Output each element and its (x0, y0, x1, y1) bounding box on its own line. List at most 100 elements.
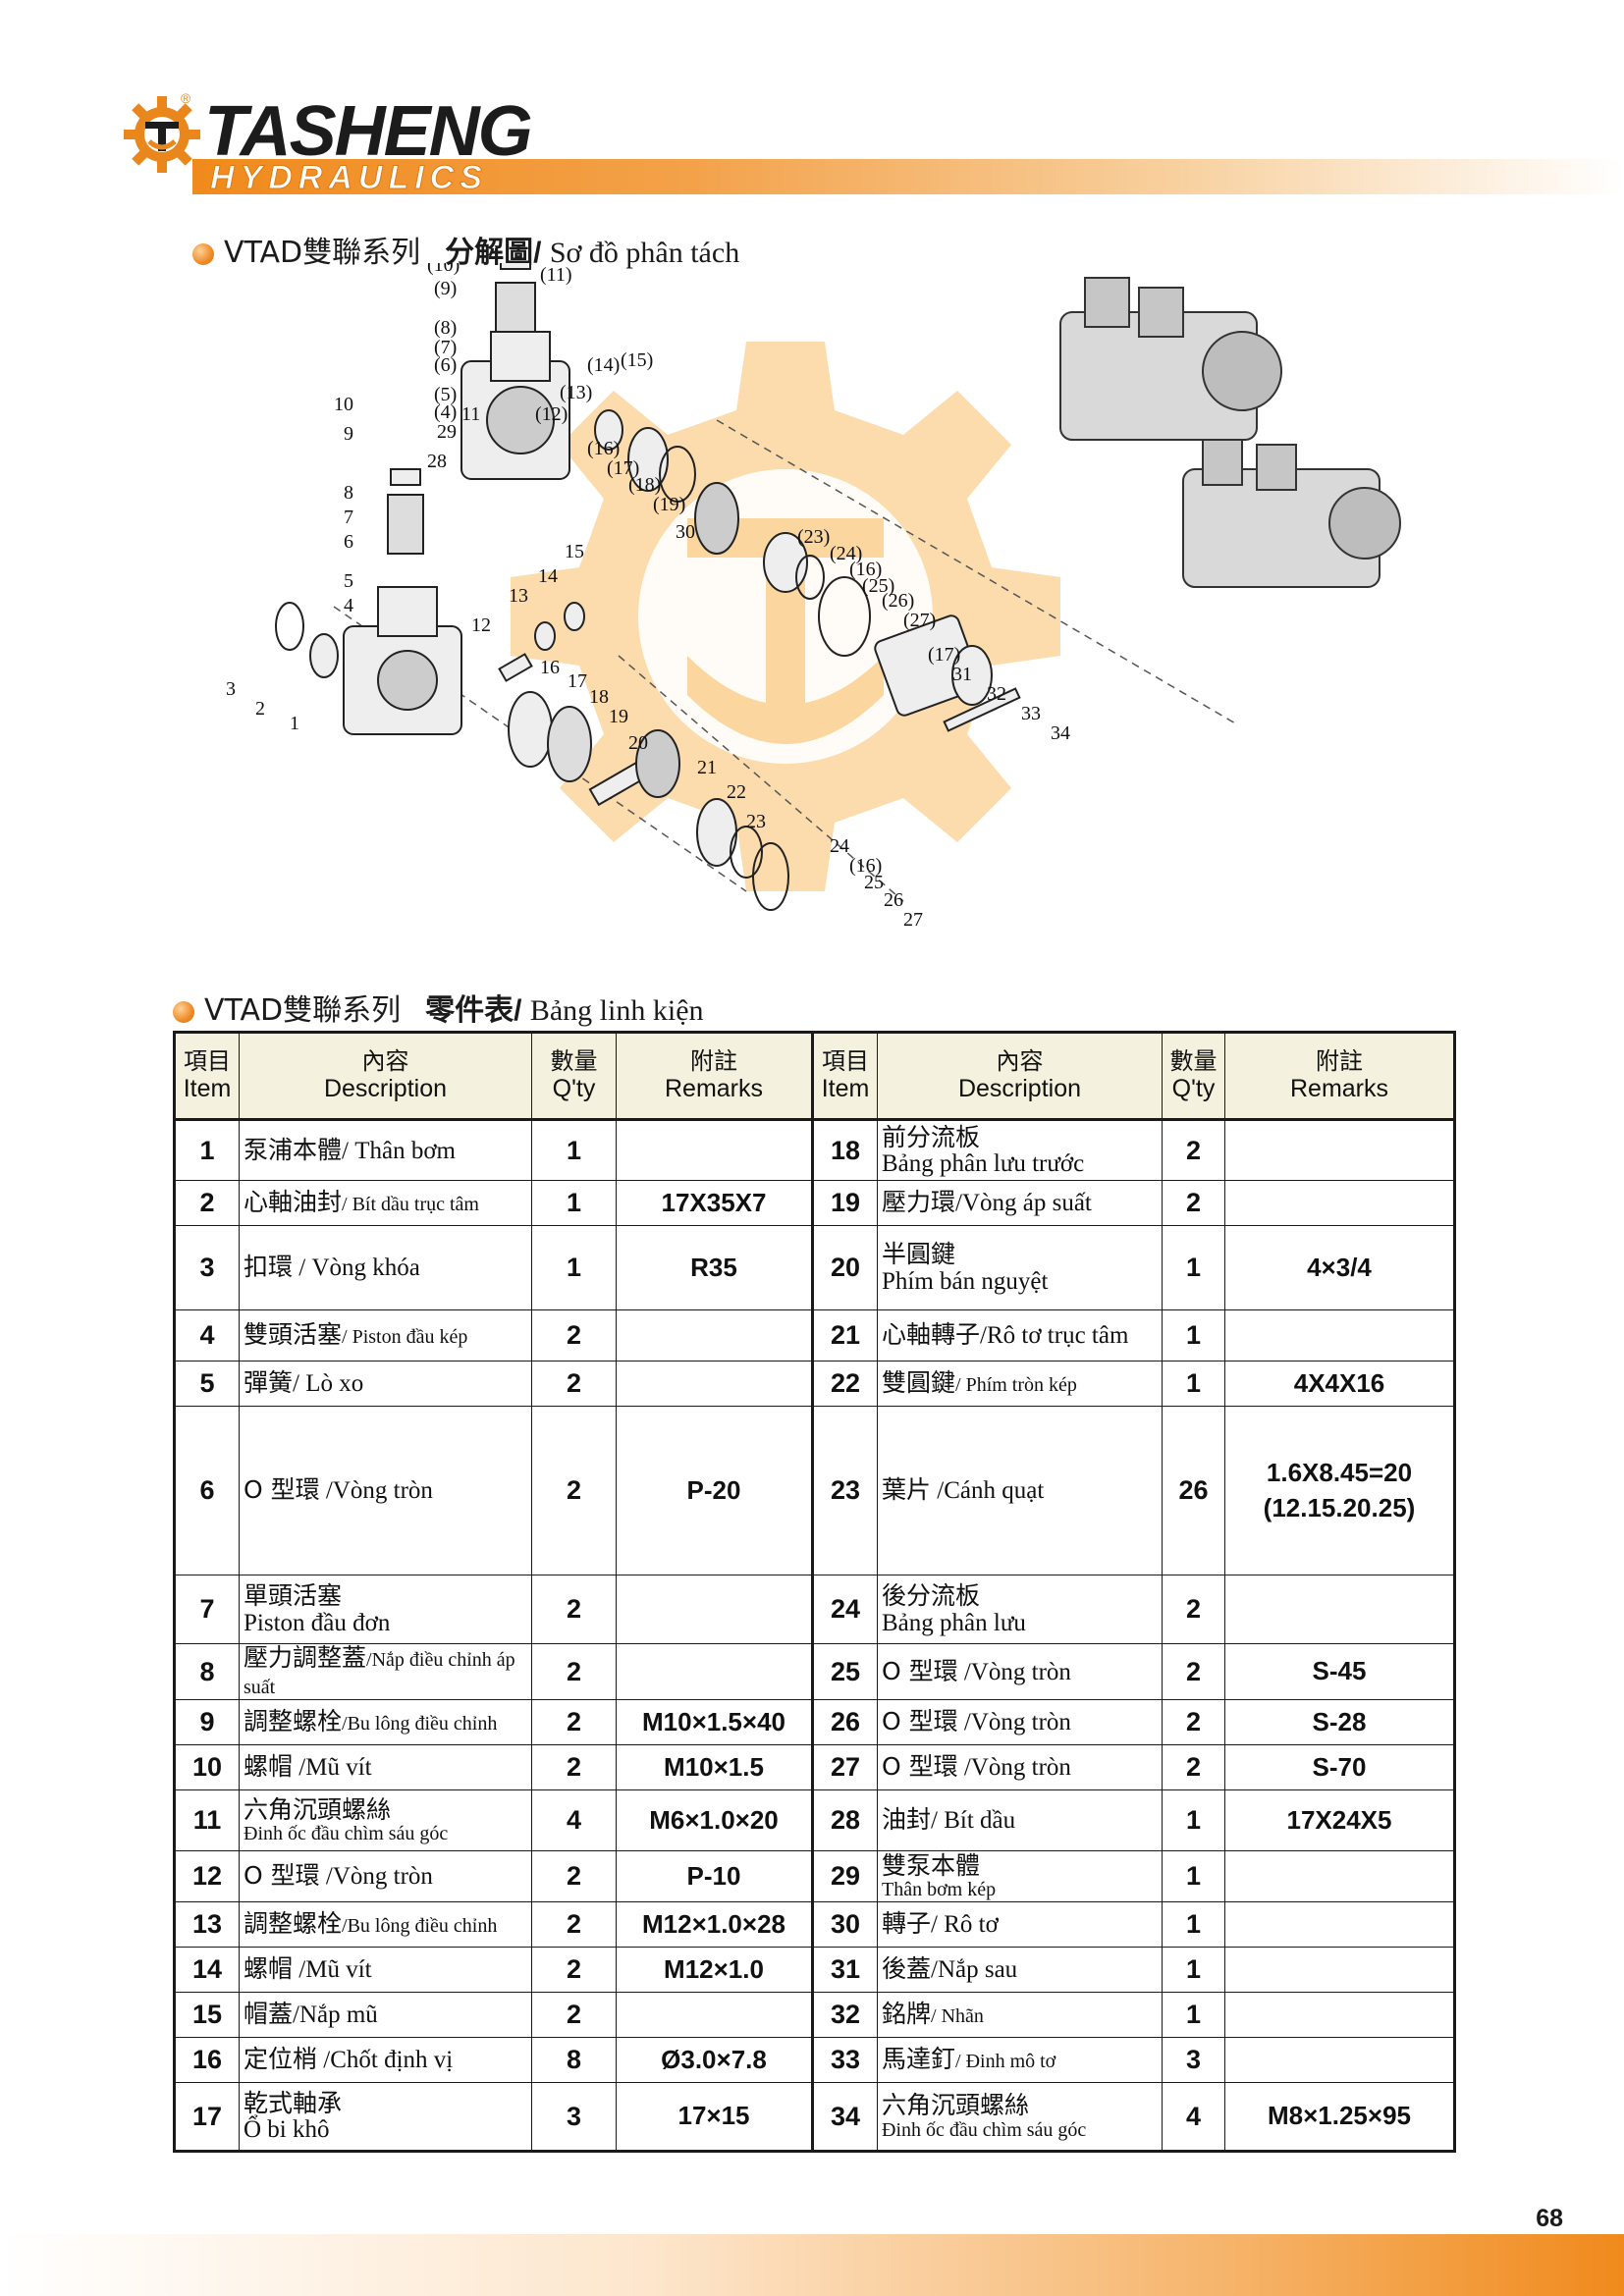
quantity: 1 (1162, 1901, 1225, 1948)
label-6: 6 (344, 531, 353, 553)
orange-bullet-icon (192, 243, 214, 266)
description-zh: 心軸轉子 (882, 1320, 981, 1350)
remarks-text: S-45 (1312, 1656, 1367, 1686)
item-number: 22 (812, 1361, 878, 1407)
item-number: 33 (812, 2037, 878, 2083)
remarks-cell (1224, 1180, 1455, 1226)
remarks-text: 4X4X16 (1293, 1367, 1385, 1398)
item-number: 9 (174, 1699, 240, 1745)
description-zh: 後分流板 (882, 1581, 981, 1610)
description-cell: O 型環 /Vòng tròn (239, 1406, 532, 1575)
quantity: 2 (531, 1309, 617, 1362)
label-12: 12 (471, 614, 491, 636)
item-number: 32 (812, 1992, 878, 2038)
remarks-text: M12×1.0×28 (641, 1908, 785, 1939)
remarks-cell: M10×1.5×40 (616, 1699, 814, 1745)
item-number: 30 (812, 1901, 878, 1948)
remarks-cell: 4×3/4 (1224, 1225, 1455, 1310)
label-4: 4 (344, 595, 353, 616)
label-r15: (15) (621, 349, 653, 371)
description-vi: / Nhãn (931, 2005, 984, 2028)
quantity: 1 (1162, 1361, 1225, 1407)
item-number: 13 (174, 1901, 240, 1948)
label-r5: (5) (434, 384, 457, 405)
label-r7: (7) (434, 337, 457, 358)
description-vi: Phím bán nguyệt (882, 1267, 1049, 1295)
remarks-cell (616, 1309, 814, 1362)
description-vi: Đinh ốc đầu chìm sáu góc (882, 2118, 1087, 2141)
description-cell: 油封/ Bít dầu (877, 1789, 1163, 1851)
description-vi: /Chốt định vị (317, 2047, 454, 2074)
item-number: 25 (812, 1643, 878, 1700)
description-zh: 雙頭活塞 (244, 1320, 343, 1350)
label-16: 16 (540, 657, 560, 678)
quantity: 2 (531, 1744, 617, 1790)
label-r27: (27) (903, 610, 936, 631)
item-number: 21 (812, 1309, 878, 1362)
label-3: 3 (226, 678, 236, 700)
description-vi: /Vòng tròn (319, 1863, 433, 1891)
description-cell: 螺帽 /Mũ vít (239, 1744, 532, 1790)
label-16b: (16) (849, 855, 882, 877)
remarks-cell: P-10 (616, 1850, 814, 1902)
description-vi: /Mũ vít (293, 1754, 372, 1782)
description-zh: 前分流板 (882, 1122, 981, 1151)
title-vi: Bảng linh kiện (529, 994, 704, 1027)
remarks-text: 1.6X8.45=20 (1266, 1458, 1413, 1488)
description-cell: 調整螺栓/Bu lông điều chỉnh (239, 1901, 532, 1948)
item-number: 16 (174, 2037, 240, 2083)
quantity: 2 (531, 1699, 617, 1745)
remarks-cell (616, 1119, 814, 1181)
quantity: 2 (531, 1643, 617, 1700)
remarks-cell: P-20 (616, 1406, 814, 1575)
remarks-cell (1224, 1309, 1455, 1362)
description-zh: 半圓鍵 (882, 1240, 956, 1268)
description-zh: 銘牌 (882, 2000, 932, 2029)
description-vi: /Nắp điều chỉnh áp suất (244, 1649, 515, 1698)
description-vi: /Vòng tròn (957, 1709, 1071, 1736)
remarks-cell: 4X4X16 (1224, 1361, 1455, 1407)
description-zh: 調整螺栓 (244, 1909, 343, 1939)
quantity: 2 (1162, 1643, 1225, 1700)
label-r16: (16) (587, 438, 620, 459)
description-vi: /Cánh quạt (931, 1477, 1045, 1505)
quantity: 2 (1162, 1575, 1225, 1644)
item-number: 28 (812, 1789, 878, 1851)
description-zh: 六角沉頭螺絲 (882, 2091, 1030, 2120)
item-number: 12 (174, 1850, 240, 1902)
quantity: 2 (1162, 1744, 1225, 1790)
description-zh: 馬達釘 (882, 2045, 956, 2074)
description-cell: 帽蓋/Nắp mũ (239, 1992, 532, 2038)
title-zh: 零件表 (425, 993, 514, 1028)
remarks-cell: R35 (616, 1225, 814, 1310)
label-r14: (14) (587, 354, 620, 376)
quantity: 2 (1162, 1119, 1225, 1181)
remarks-cell (1224, 2037, 1455, 2083)
label-13: 13 (509, 585, 528, 607)
quantity: 1 (531, 1119, 617, 1181)
quantity: 1 (1162, 1789, 1225, 1851)
description-cell: 心軸轉子/Rô tơ trục tâm (877, 1309, 1163, 1362)
description-zh: 壓力調整蓋 (244, 1643, 367, 1672)
quantity: 1 (1162, 1992, 1225, 2038)
remarks-text: M6×1.0×20 (649, 1804, 779, 1835)
item-number: 11 (174, 1789, 240, 1851)
quantity: 4 (1162, 2082, 1225, 2152)
quantity: 2 (531, 1901, 617, 1948)
label-22: 22 (727, 781, 746, 803)
remarks-cell: M12×1.0×28 (616, 1901, 814, 1948)
quantity: 2 (531, 1575, 617, 1644)
description-cell: 雙圓鍵/ Phím tròn kép (877, 1361, 1163, 1407)
label-20: 20 (628, 732, 648, 754)
remarks-cell: M6×1.0×20 (616, 1789, 814, 1851)
